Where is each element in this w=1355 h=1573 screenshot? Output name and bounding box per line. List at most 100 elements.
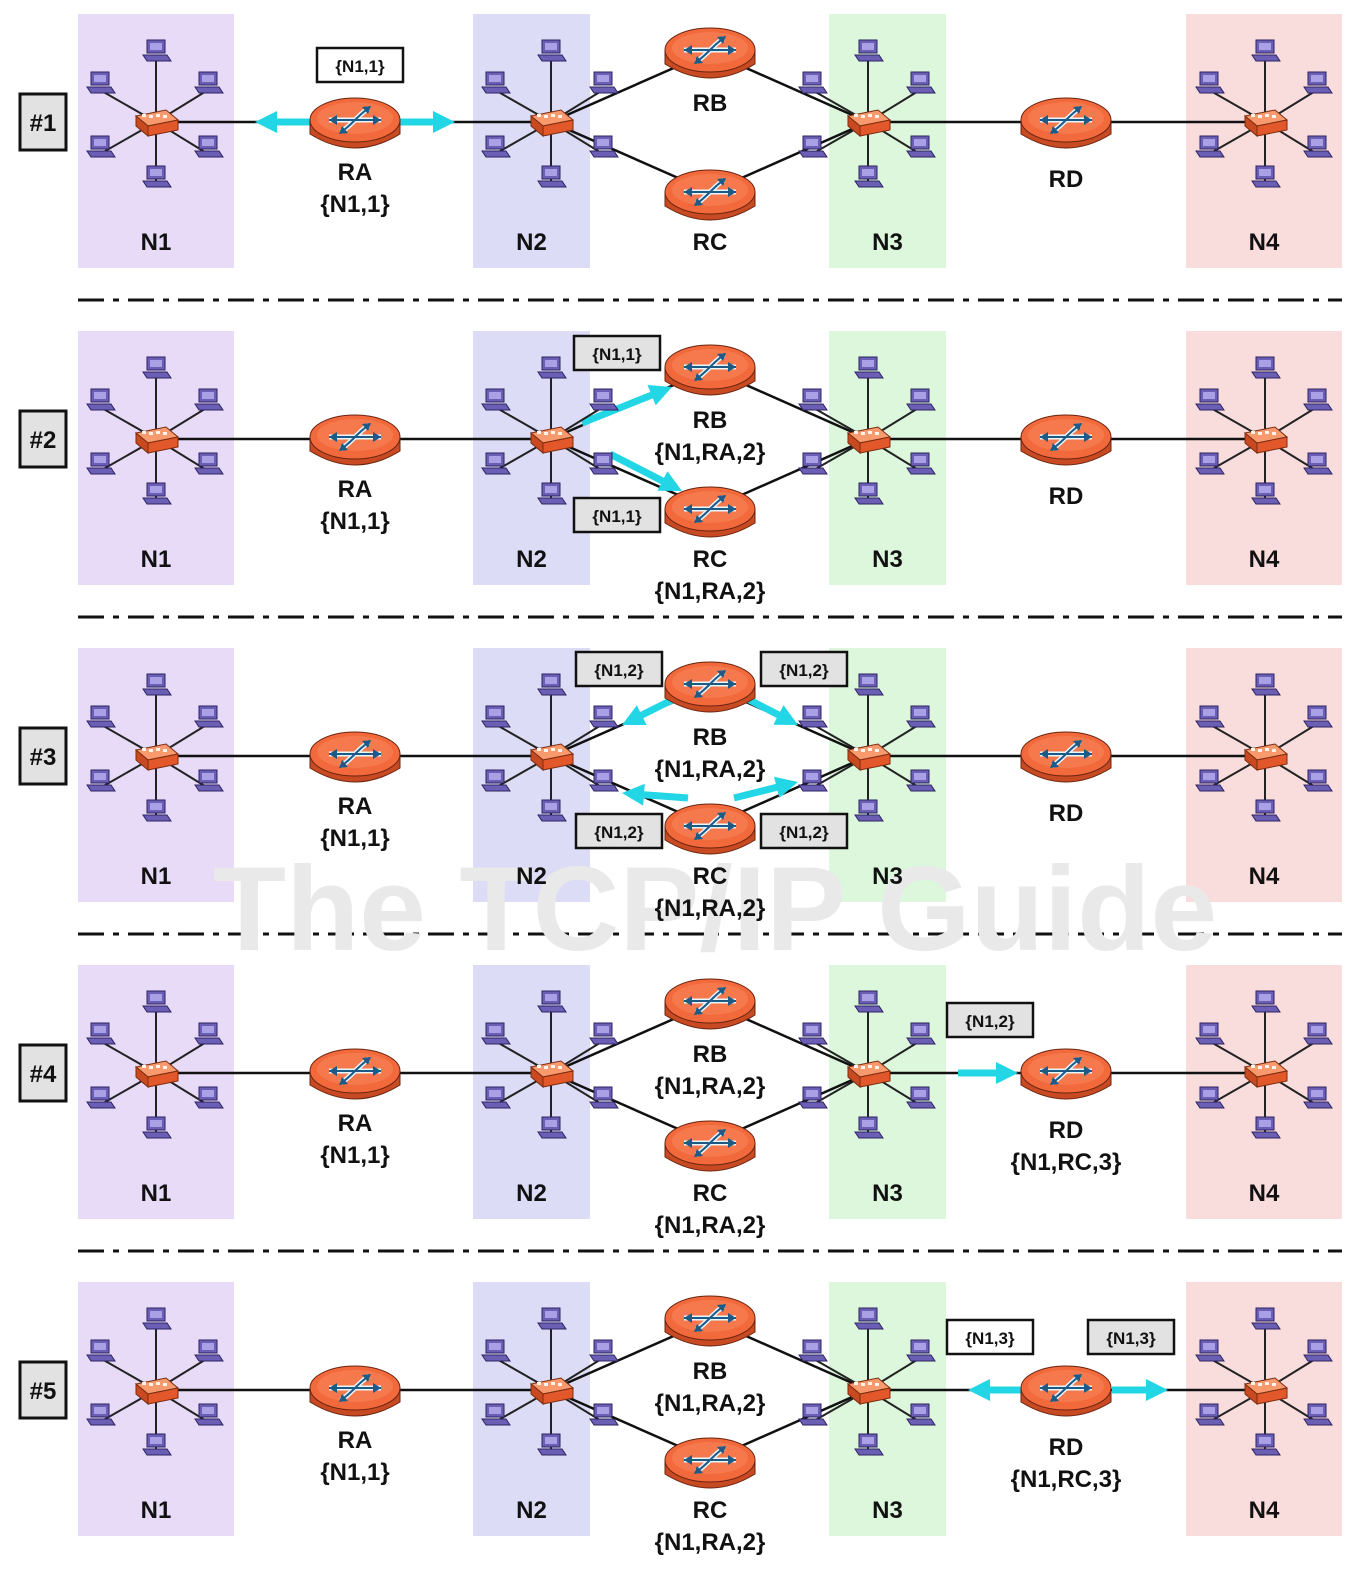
- hub-port: [861, 1383, 865, 1386]
- host-screen-glass: [545, 360, 557, 367]
- host-screen-glass: [597, 392, 609, 399]
- network-N4: [1195, 990, 1333, 1139]
- router-symbol-head: [694, 56, 703, 64]
- router-symbol-head: [339, 126, 348, 134]
- host-keyboard: [537, 814, 567, 822]
- host-keyboard: [537, 1005, 567, 1013]
- router-symbol-head: [694, 832, 703, 840]
- host-keyboard: [1303, 403, 1333, 411]
- hub-front: [147, 1387, 179, 1405]
- host-screen-glass: [94, 709, 106, 716]
- host-keyboard: [906, 403, 936, 411]
- network-label: N1: [141, 863, 172, 890]
- host-keyboard: [481, 720, 511, 728]
- hub-front: [1256, 753, 1288, 771]
- router-RB: [664, 1295, 756, 1347]
- router-RA: [309, 731, 401, 783]
- message-arrow: [398, 111, 455, 133]
- hub-front: [147, 436, 179, 454]
- hub-port: [854, 114, 858, 117]
- host-keyboard: [537, 180, 567, 188]
- routing-entry: {N1,1}: [320, 1459, 389, 1486]
- host-keyboard: [1195, 150, 1225, 158]
- host-keyboard: [1251, 54, 1281, 62]
- host-keyboard: [142, 1448, 172, 1456]
- network-label: N3: [872, 1180, 903, 1207]
- hub-port: [149, 115, 153, 118]
- host-screen-glass: [914, 456, 926, 463]
- host-keyboard: [481, 1418, 511, 1426]
- hub-port: [1265, 114, 1269, 117]
- hub-port: [1258, 432, 1262, 435]
- host-screen-glass: [150, 677, 162, 684]
- network-N4: [1195, 39, 1333, 188]
- network-N2: [481, 356, 619, 505]
- router-RB: [664, 978, 756, 1030]
- router-symbol-head: [717, 353, 726, 361]
- host-screen-glass: [806, 773, 818, 780]
- router-symbol-head: [1073, 1057, 1082, 1065]
- hub-port: [861, 749, 865, 752]
- host-keyboard: [798, 784, 828, 792]
- host-screen-glass: [862, 1120, 874, 1127]
- hub-port: [1272, 1383, 1276, 1386]
- host-screen-glass: [150, 1311, 162, 1318]
- message-label: {N1,2}: [759, 650, 849, 688]
- host-screen-glass: [545, 994, 557, 1001]
- router-RC: [664, 803, 756, 855]
- router-RA: [309, 414, 401, 466]
- router-symbol-head: [717, 812, 726, 820]
- router-symbol-head: [339, 1077, 348, 1085]
- router-symbol-head: [362, 106, 371, 114]
- router-label: RD: [1049, 800, 1084, 827]
- host-screen-glass: [202, 773, 214, 780]
- host-screen-glass: [1203, 392, 1215, 399]
- host-screen-glass: [597, 1026, 609, 1033]
- message-text: {N1,2}: [594, 661, 644, 680]
- host-keyboard: [142, 814, 172, 822]
- router-symbol-head: [684, 187, 692, 197]
- host-keyboard: [142, 688, 172, 696]
- router-symbol-head: [728, 187, 736, 197]
- hub-port: [156, 114, 160, 117]
- host-keyboard: [1251, 1131, 1281, 1139]
- host-keyboard: [1195, 1418, 1225, 1426]
- router-label: RD: [1049, 1117, 1084, 1144]
- host-screen-glass: [94, 456, 106, 463]
- host-keyboard: [854, 814, 884, 822]
- message-label: {N1,2}: [574, 650, 664, 688]
- host-keyboard: [481, 86, 511, 94]
- host-screen-glass: [545, 1311, 557, 1318]
- router-symbol-head: [717, 178, 726, 186]
- host-keyboard: [589, 86, 619, 94]
- router-RB: [664, 27, 756, 79]
- routing-entry: {N1,RA,2}: [655, 578, 766, 605]
- host-screen-glass: [597, 709, 609, 716]
- message-text: {N1,2}: [965, 1012, 1015, 1031]
- network-label: N3: [872, 546, 903, 573]
- message-text: {N1,2}: [779, 661, 829, 680]
- host-keyboard: [1303, 1037, 1333, 1045]
- router-symbol-head: [1084, 432, 1092, 442]
- watermark: The TCP/IP Guide: [213, 842, 1218, 976]
- hub-port: [868, 1065, 872, 1068]
- host-keyboard: [86, 1037, 116, 1045]
- host-screen-glass: [1311, 392, 1323, 399]
- hub-port: [537, 431, 541, 434]
- host-screen-glass: [914, 773, 926, 780]
- host-screen-glass: [862, 43, 874, 50]
- router-RC: [664, 486, 756, 538]
- hub-port: [142, 431, 146, 434]
- message-text: {N1,2}: [779, 823, 829, 842]
- step-label-text: #5: [30, 1378, 57, 1405]
- hub-port: [1251, 114, 1255, 117]
- host-keyboard: [1251, 1322, 1281, 1330]
- host-keyboard: [537, 1322, 567, 1330]
- router-symbol-head: [329, 115, 337, 125]
- router-symbol-head: [1084, 1383, 1092, 1393]
- host-keyboard: [1303, 784, 1333, 792]
- host-keyboard: [1195, 467, 1225, 475]
- router-label: RA: [338, 793, 373, 820]
- routing-entry: {N1,1}: [320, 191, 389, 218]
